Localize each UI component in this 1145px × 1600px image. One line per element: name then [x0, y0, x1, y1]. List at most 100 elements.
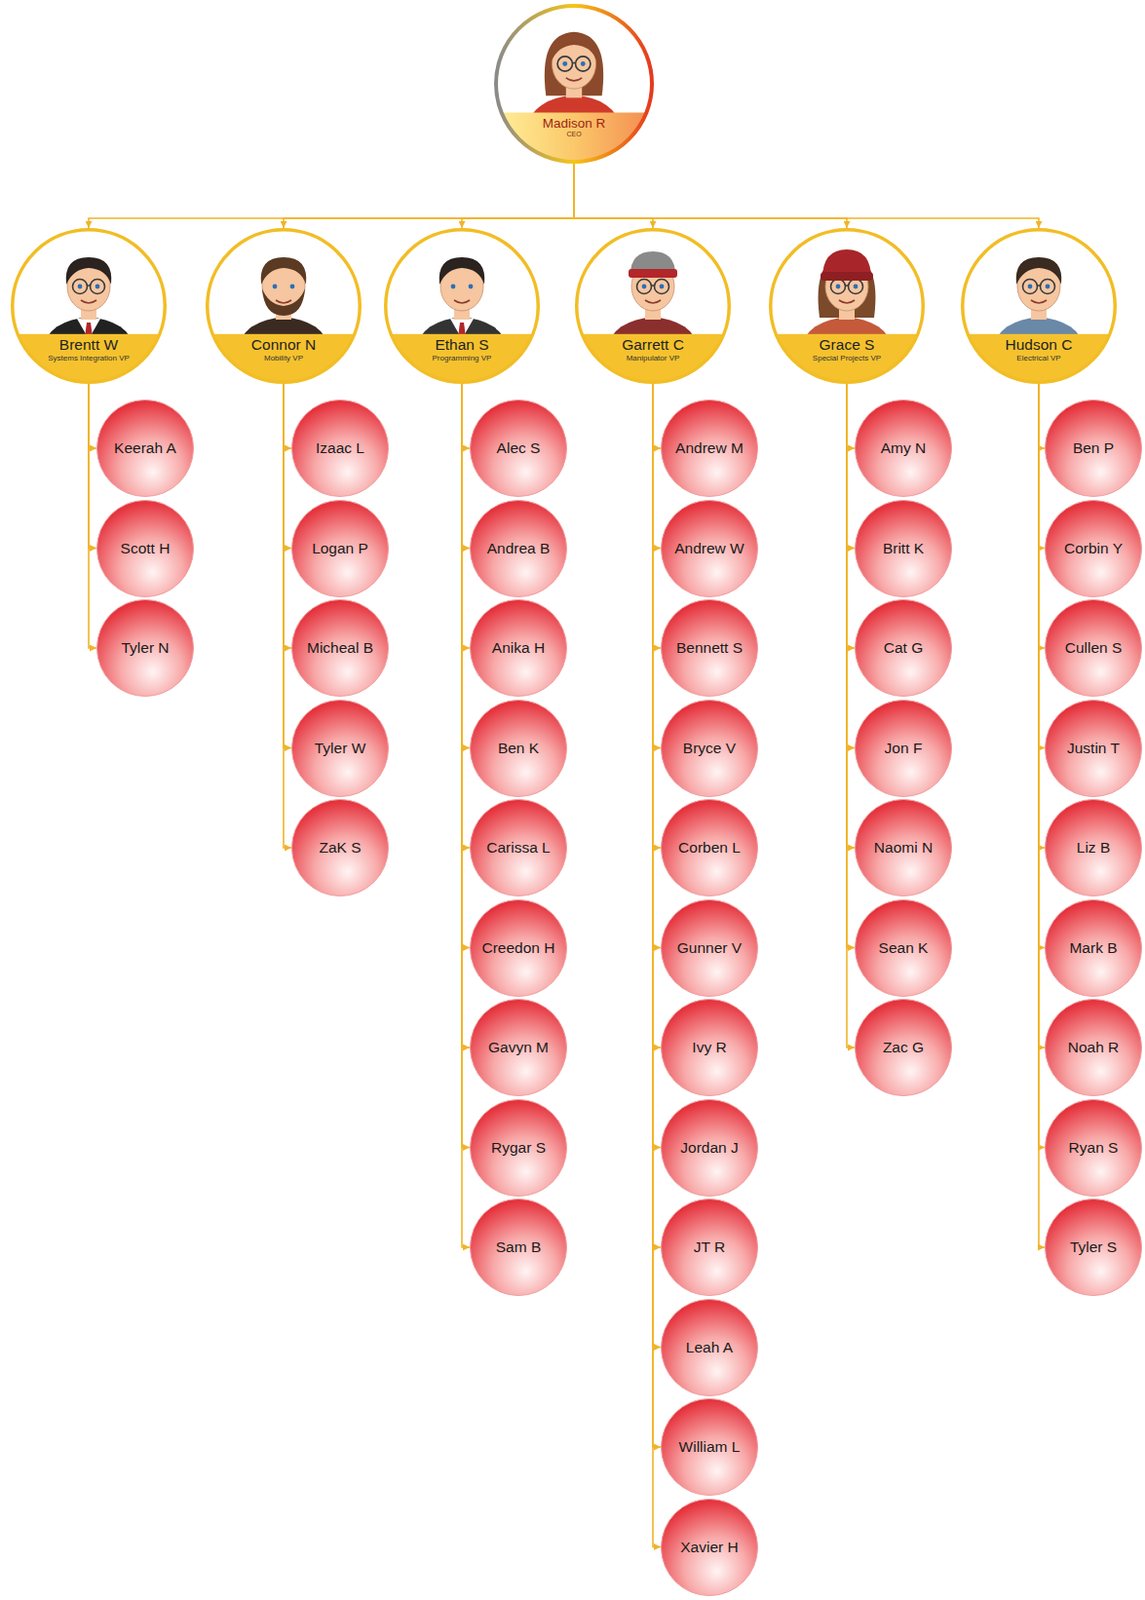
person-name: JT R	[693, 1238, 726, 1257]
member-circle: Cullen S	[1044, 599, 1143, 697]
reporting-line	[652, 383, 661, 1048]
vp-circle: Brentt WSystems Integration VP	[10, 228, 167, 384]
reporting-line	[846, 383, 855, 449]
reporting-line	[461, 383, 470, 649]
role-title: Manipulator VP	[626, 353, 681, 363]
member-circle: Bennett S	[660, 599, 759, 697]
member-circle: Keerah A	[96, 399, 194, 497]
vp-circle: Hudson CElectrical VP	[960, 228, 1117, 384]
role-title: Mobility VP	[264, 353, 304, 363]
text-holder: Xavier H	[660, 1498, 759, 1597]
person-name: Gunner V	[677, 939, 742, 957]
person-name: Zac G	[882, 1038, 924, 1057]
reporting-line	[461, 383, 470, 848]
person-name: Alec S	[496, 439, 541, 458]
reporting-line	[1038, 383, 1045, 1148]
text-holder: Andrew M	[660, 399, 759, 497]
person-name: Ethan S	[434, 336, 489, 354]
text-holder: Rygar S	[469, 1099, 568, 1197]
member-circle: Andrea B	[469, 499, 568, 598]
text-holder: Liz B	[1044, 799, 1143, 897]
text-holder: Cat G	[854, 599, 953, 697]
text-holder: Scott H	[96, 499, 194, 598]
member-circle: Ryan S	[1044, 1099, 1143, 1197]
person-name: Hudson C	[1005, 336, 1073, 354]
circle-shape	[494, 3, 654, 164]
member-circle: Jon F	[854, 699, 953, 798]
text-holder: Grace SSpecial Projects VP	[768, 336, 925, 363]
role-title: Electrical VP	[1016, 353, 1061, 363]
person-name: Corbin Y	[1064, 539, 1123, 558]
member-circle: Creedon H	[469, 899, 568, 997]
text-holder: Corben L	[660, 799, 759, 897]
text-holder: Mark B	[1044, 899, 1143, 997]
member-circle: Xavier H	[660, 1498, 759, 1597]
person-name: Jon F	[884, 739, 923, 758]
reporting-line	[846, 383, 855, 549]
reporting-line	[283, 383, 292, 449]
reporting-line	[652, 383, 661, 649]
reporting-line	[652, 383, 661, 1548]
member-circle: Jordan J	[660, 1099, 759, 1197]
text-holder: Bryce V	[660, 699, 759, 798]
person-name: Tyler S	[1069, 1238, 1117, 1257]
text-holder: William L	[660, 1398, 759, 1496]
person-name: Ben P	[1072, 439, 1114, 458]
person-name: Connor N	[251, 336, 316, 354]
person-name: Corben L	[678, 839, 741, 857]
text-holder: Cullen S	[1044, 599, 1143, 697]
member-circle: Liz B	[1044, 799, 1143, 897]
text-holder: Leah A	[660, 1298, 759, 1397]
text-holder: Keerah A	[96, 399, 194, 497]
text-holder: Creedon H	[469, 899, 568, 997]
reporting-line	[461, 163, 574, 229]
member-circle: Bryce V	[660, 699, 759, 798]
person-name: Justin T	[1067, 739, 1120, 758]
member-circle: Micheal B	[291, 599, 389, 697]
person-name: Rygar S	[491, 1139, 546, 1157]
reporting-line	[88, 383, 97, 549]
person-name: Ben K	[497, 739, 539, 758]
text-holder: Connor NMobility VP	[205, 336, 362, 363]
person-name: Micheal B	[306, 639, 374, 657]
ceo-circle: Madison RCEO	[494, 3, 654, 164]
member-circle: Sean K	[854, 899, 953, 997]
text-holder: Corbin Y	[1044, 499, 1143, 598]
text-holder: Ben K	[469, 699, 568, 798]
reporting-line	[88, 383, 97, 649]
reporting-line	[573, 163, 1039, 229]
reporting-line	[846, 383, 855, 848]
person-name: Izaac L	[315, 439, 365, 458]
reporting-line	[1038, 383, 1045, 848]
avatar-figure	[43, 257, 134, 381]
member-circle: Justin T	[1044, 699, 1143, 798]
reporting-line	[461, 383, 470, 949]
text-holder: Andrew W	[660, 499, 759, 598]
text-holder: Anika H	[469, 599, 568, 697]
text-holder: Brentt WSystems Integration VP	[10, 336, 167, 363]
reporting-line	[652, 383, 661, 549]
text-holder: Hudson CElectrical VP	[960, 336, 1117, 363]
text-holder: Micheal B	[291, 599, 389, 697]
member-circle: Carissa L	[469, 799, 568, 897]
reporting-line	[1038, 383, 1045, 1248]
reporting-line	[283, 383, 292, 848]
person-name: Tyler N	[120, 639, 169, 657]
person-name: Bryce V	[683, 739, 736, 758]
text-holder: JT R	[660, 1198, 759, 1297]
member-circle: Anika H	[469, 599, 568, 697]
member-circle: Corbin Y	[1044, 499, 1143, 598]
person-name: Grace S	[819, 336, 876, 354]
reporting-line	[1038, 383, 1045, 549]
person-name: Jordan J	[680, 1139, 738, 1157]
person-name: Carissa L	[486, 839, 550, 857]
member-circle: JT R	[660, 1198, 759, 1297]
person-name: Tyler W	[314, 739, 367, 758]
text-holder: Amy N	[854, 399, 953, 497]
vp-circle: Ethan SProgramming VP	[383, 228, 540, 384]
reporting-line	[1038, 383, 1045, 749]
member-circle: Ben P	[1044, 399, 1143, 497]
member-circle: Andrew M	[660, 399, 759, 497]
person-name: Britt K	[882, 539, 924, 558]
person-name: Bennett S	[676, 639, 743, 657]
